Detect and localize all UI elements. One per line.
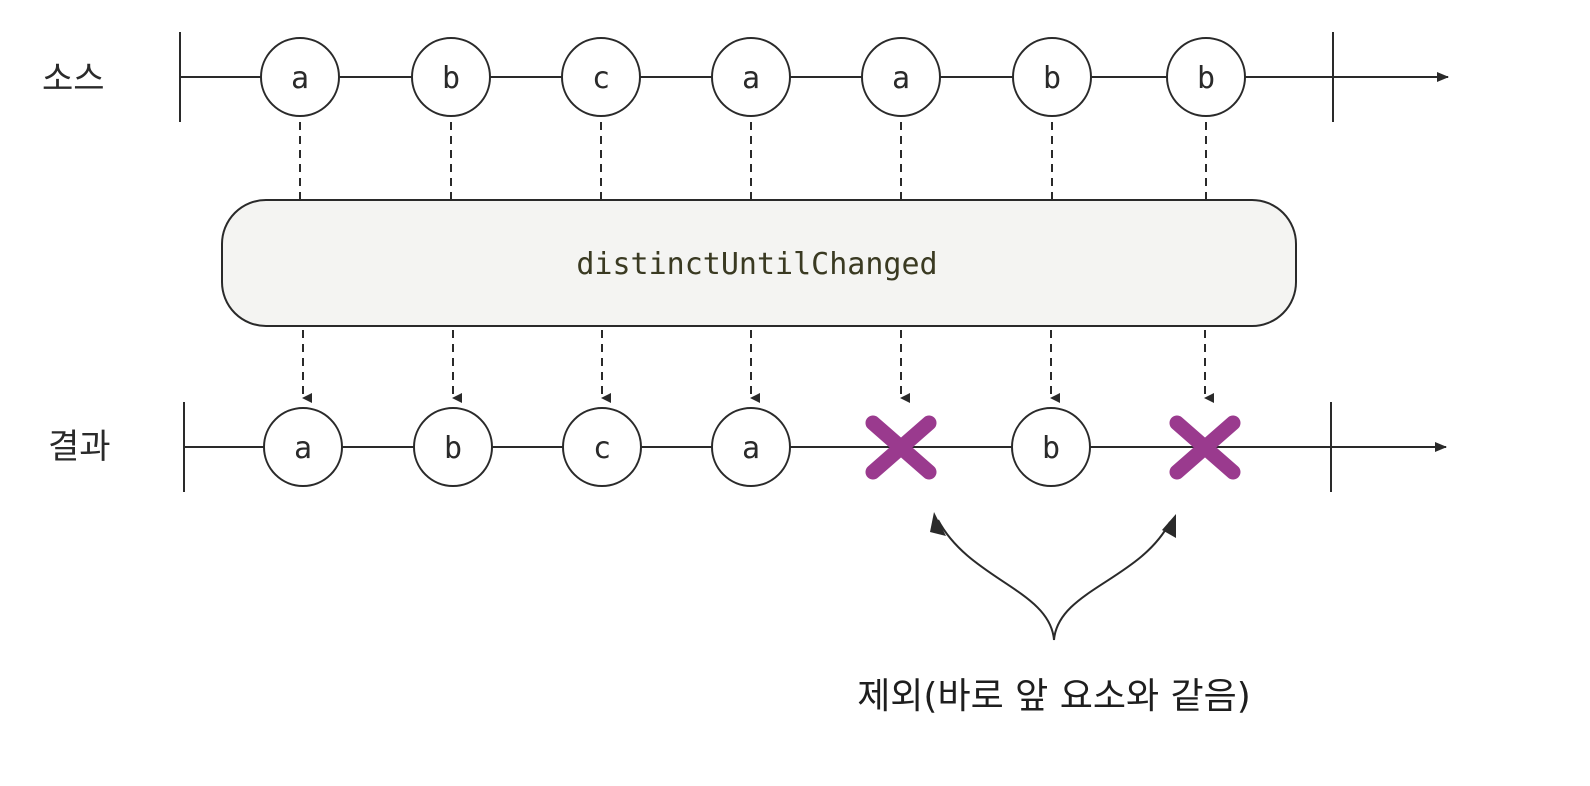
operator-box bbox=[221, 199, 1297, 327]
source-marble-label: b bbox=[442, 61, 460, 96]
dropped-mark-stroke bbox=[1169, 415, 1241, 480]
annotation-arrow-left bbox=[937, 519, 1055, 641]
source-marble: a bbox=[260, 37, 340, 117]
source-marble-circle bbox=[711, 37, 791, 117]
annotation-caption: 제외(바로 앞 요소와 같음) bbox=[857, 676, 1251, 717]
source-marble-label: b bbox=[1043, 61, 1061, 96]
result-marble-label: c bbox=[593, 431, 611, 466]
source-marble-label: a bbox=[892, 61, 910, 96]
source-marble-circle bbox=[1166, 37, 1246, 117]
result-marble-label: a bbox=[742, 431, 760, 466]
source-marble-circle bbox=[561, 37, 641, 117]
operator-name: distinctUntilChanged bbox=[576, 247, 937, 282]
source-marble: b bbox=[1166, 37, 1246, 117]
annotation-arrow-left-head bbox=[930, 512, 946, 536]
result-marble: a bbox=[711, 407, 791, 487]
result-marble: b bbox=[413, 407, 493, 487]
source-marble-label: a bbox=[742, 61, 760, 96]
result-row-label: 결과 bbox=[48, 427, 111, 467]
input-connectors bbox=[299, 122, 1207, 199]
source-marble: b bbox=[1012, 37, 1092, 117]
dropped-mark-icon bbox=[1169, 415, 1241, 480]
dropped-mark-icon bbox=[865, 415, 937, 480]
source-marble-circle bbox=[411, 37, 491, 117]
result-marble: b bbox=[1011, 407, 1091, 487]
source-marble-label: c bbox=[592, 61, 610, 96]
source-row-label: 소스 bbox=[42, 59, 105, 99]
result-marble-label: b bbox=[444, 431, 462, 466]
result-marble: c bbox=[562, 407, 642, 487]
source-marble-circle bbox=[1012, 37, 1092, 117]
result-marble: a bbox=[263, 407, 343, 487]
result-marble-label: a bbox=[294, 431, 312, 466]
source-marble-label: a bbox=[291, 61, 309, 96]
source-marble-circle bbox=[861, 37, 941, 117]
source-marble-label: b bbox=[1197, 61, 1215, 96]
result-marble-circle bbox=[263, 407, 343, 487]
result-marble-circle bbox=[562, 407, 642, 487]
source-marble: a bbox=[711, 37, 791, 117]
annotation-arrow-right-head bbox=[1162, 514, 1176, 538]
annotation-arrow-right bbox=[1053, 521, 1171, 641]
source-marble: c bbox=[561, 37, 641, 117]
output-connectors bbox=[302, 330, 1214, 403]
dropped-mark-stroke bbox=[865, 415, 937, 480]
result-marble-circle bbox=[711, 407, 791, 487]
result-marble-label: b bbox=[1042, 431, 1060, 466]
result-marble-circle bbox=[1011, 407, 1091, 487]
source-marble-circle bbox=[260, 37, 340, 117]
source-marble: b bbox=[411, 37, 491, 117]
result-marble-circle bbox=[413, 407, 493, 487]
source-marble: a bbox=[861, 37, 941, 117]
